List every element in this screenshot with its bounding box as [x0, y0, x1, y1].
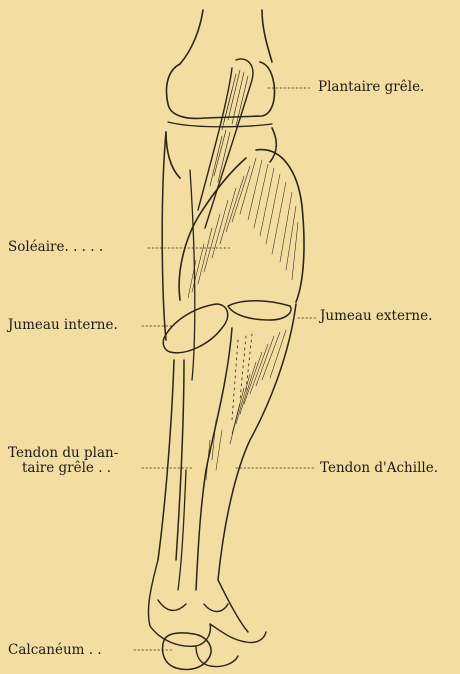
label-plantaire-grele: Plantaire grêle. — [318, 80, 424, 95]
ankle-foot — [148, 560, 266, 667]
femoral-condyle — [167, 62, 275, 118]
leader-lines — [134, 88, 316, 650]
label-tendon-plantaire-line1: Tendon du plan- — [8, 446, 118, 461]
label-jumeau-interne: Jumeau interne. — [8, 318, 118, 333]
label-tendon-achille: Tendon d'Achille. — [320, 461, 438, 476]
calf-body — [196, 304, 296, 590]
jumeau-externe-head — [228, 301, 291, 320]
calcaneum — [163, 633, 212, 670]
label-calcaneum: Calcanéum . . — [8, 643, 102, 658]
fibula — [178, 170, 195, 590]
label-tendon-plantaire-line2: taire grêle . . — [22, 461, 111, 476]
achilles-hatching — [206, 330, 286, 480]
soleus-muscle — [179, 150, 304, 302]
label-soleaire: Soléaire. . . . . — [8, 240, 103, 255]
plantaris-muscle — [198, 59, 253, 228]
femur — [180, 10, 272, 64]
jumeau-interne-head — [163, 304, 227, 353]
label-jumeau-externe: Jumeau externe. — [320, 309, 432, 324]
tibia-shaft — [158, 132, 184, 560]
